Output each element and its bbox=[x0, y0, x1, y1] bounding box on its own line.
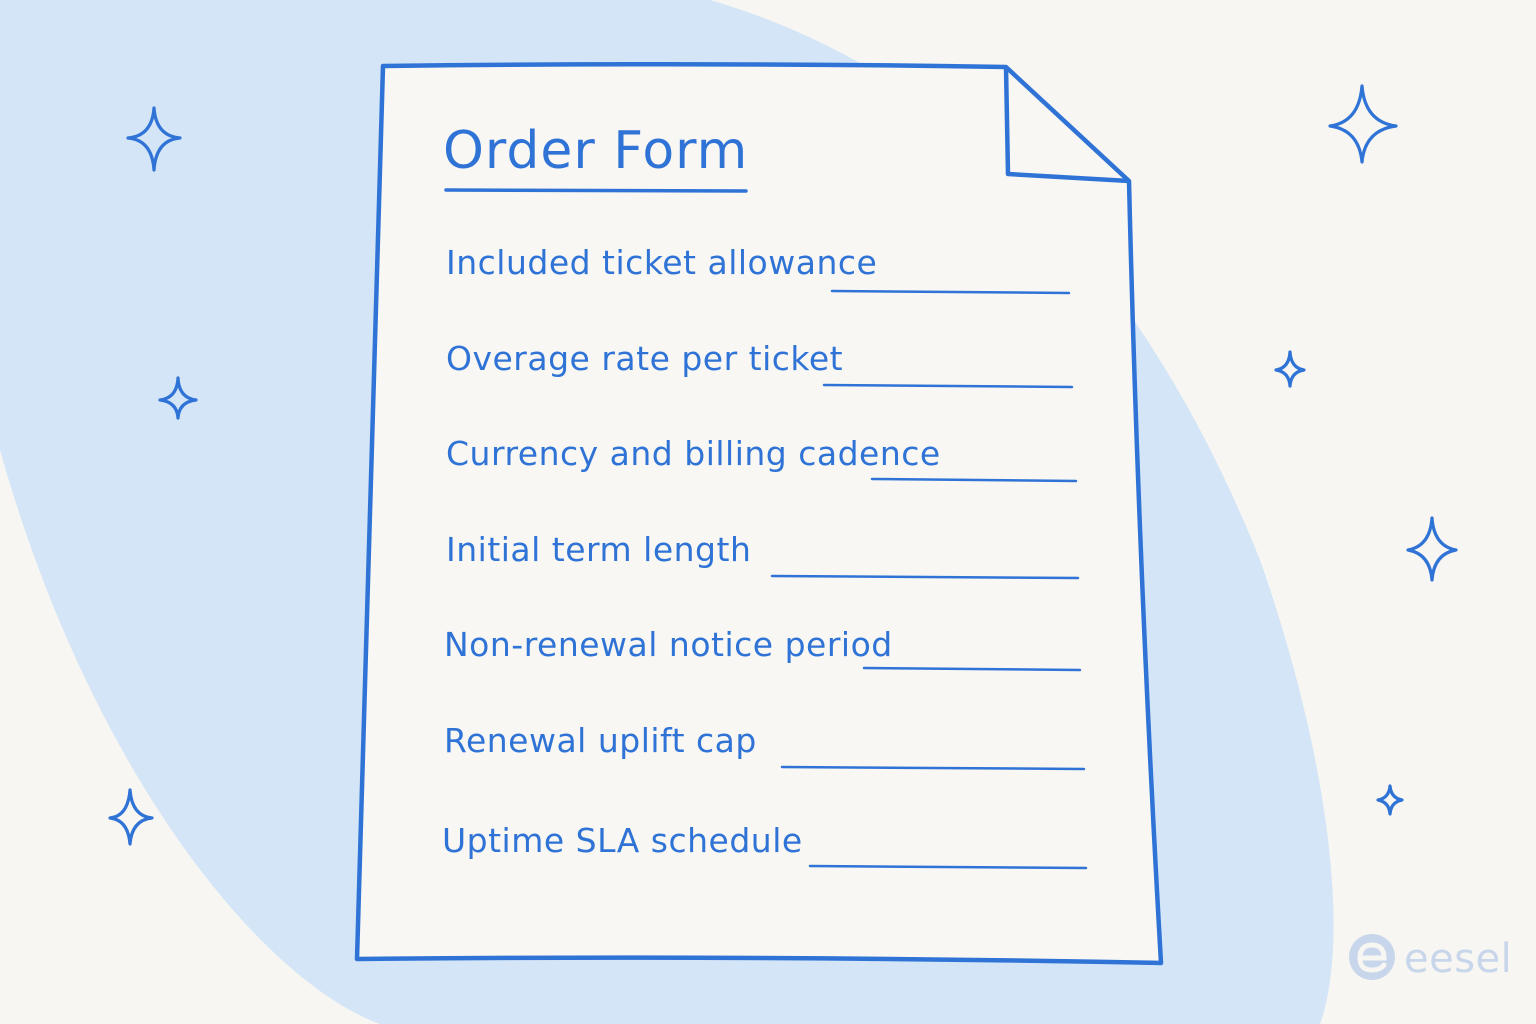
field-blank bbox=[808, 864, 1088, 870]
sparkle-icon bbox=[108, 788, 154, 846]
sparkle-icon bbox=[1406, 516, 1458, 582]
form-fields: Included ticket allowance Overage rate p… bbox=[442, 243, 1088, 870]
field-label: Uptime SLA schedule bbox=[442, 821, 803, 860]
field-label: Non-renewal notice period bbox=[444, 625, 893, 664]
sparkle-icon bbox=[158, 376, 198, 420]
folded-corner bbox=[1003, 66, 1130, 184]
field-label: Currency and billing cadence bbox=[446, 434, 941, 473]
field-blank bbox=[870, 477, 1078, 483]
eesel-logo-icon bbox=[1349, 934, 1395, 980]
order-form-document: Order Form Included ticket allowance Ove… bbox=[354, 61, 1164, 966]
field-label: Initial term length bbox=[446, 530, 751, 569]
field-blank bbox=[830, 289, 1071, 295]
field-blank bbox=[862, 666, 1082, 672]
field-blank bbox=[780, 765, 1086, 771]
sparkle-icon bbox=[1376, 784, 1404, 816]
field-label: Included ticket allowance bbox=[446, 243, 877, 282]
sparkle-icon bbox=[126, 106, 182, 172]
sparkles bbox=[108, 84, 1458, 846]
field-blank bbox=[822, 383, 1074, 389]
field-blank bbox=[770, 574, 1080, 580]
sparkle-icon bbox=[1328, 84, 1398, 164]
title-underline bbox=[444, 188, 748, 193]
page-title: Order Form bbox=[443, 121, 748, 181]
sparkle-icon bbox=[1274, 350, 1306, 388]
paper-sheet bbox=[354, 61, 1164, 966]
brand-logo: eesel bbox=[1349, 934, 1512, 982]
brand-name: eesel bbox=[1404, 936, 1512, 982]
field-label: Renewal uplift cap bbox=[444, 721, 757, 760]
field-label: Overage rate per ticket bbox=[446, 339, 843, 378]
